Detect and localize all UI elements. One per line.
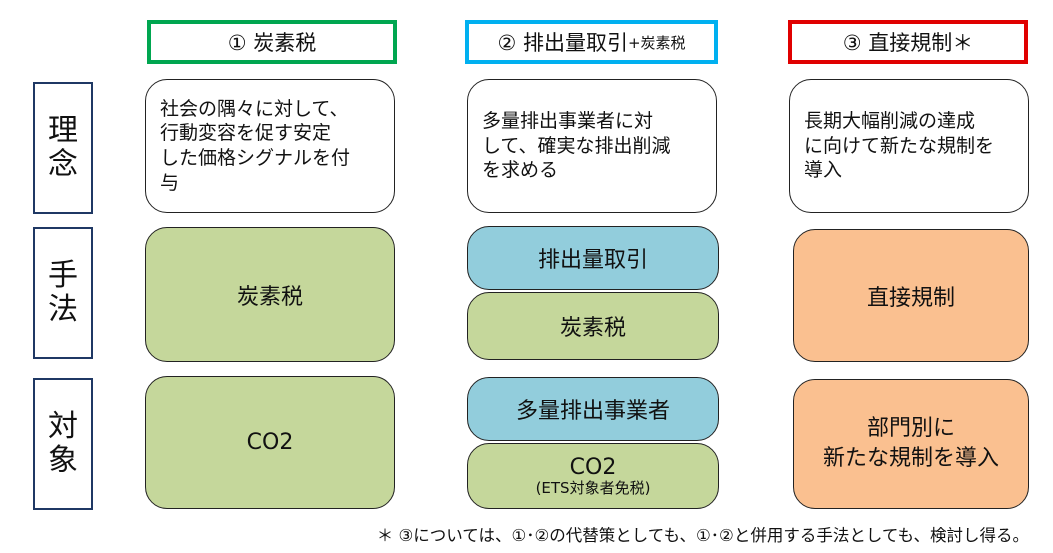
header-carbon-tax-label: ① 炭素税 xyxy=(227,31,317,55)
target-carbon-tax-label: CO2 xyxy=(246,430,294,455)
method-emissions-trading-carbon-tax-box: 炭素税 xyxy=(467,292,719,360)
concept-carbon-tax-line: 与 xyxy=(160,171,180,194)
row-label-concept: 理 念 xyxy=(33,82,93,214)
method-carbon-tax-box: 炭素税 xyxy=(145,227,395,362)
concept-direct-regulation-box: 長期大幅削減の達成 に向けて新たな規制を 導入 xyxy=(789,79,1029,213)
concept-emissions-trading-text: 多量排出事業者に対 して、確実な排出削減 を求める xyxy=(482,109,670,183)
row-label-target-char-2: 象 xyxy=(48,443,78,478)
concept-carbon-tax-text: 社会の隅々に対して、 行動変容を促す安定 した価格シグナルを付 与 xyxy=(160,97,350,196)
header-direct-regulation-label: ③ 直接規制＊ xyxy=(842,31,974,55)
row-label-method-char-2: 法 xyxy=(48,292,78,327)
concept-emissions-trading-line: を求める xyxy=(482,159,559,182)
target-emissions-trading-label: 多量排出事業者 xyxy=(515,399,670,424)
concept-direct-regulation-line: 導入 xyxy=(804,159,843,182)
concept-carbon-tax-box: 社会の隅々に対して、 行動変容を促す安定 した価格シグナルを付 与 xyxy=(145,79,395,213)
target-direct-regulation-line: 部門別に xyxy=(866,416,955,442)
concept-direct-regulation-line: に向けて新たな規制を xyxy=(804,134,995,157)
target-carbon-tax-box: CO2 xyxy=(145,376,395,509)
concept-emissions-trading-box: 多量排出事業者に対 して、確実な排出削減 を求める xyxy=(467,79,717,213)
footnote: ＊ ③については、①･②の代替策としても、①･②と併用する手法としても、検討し得… xyxy=(377,522,1029,546)
header-emissions-trading: ② 排出量取引+炭素税 xyxy=(465,20,718,64)
target-emissions-trading-co2-label: CO2 xyxy=(569,454,617,480)
target-emissions-trading-box: 多量排出事業者 xyxy=(467,377,719,441)
method-emissions-trading-box: 排出量取引 xyxy=(467,226,719,290)
target-direct-regulation-line: 新たな規制を導入 xyxy=(822,446,999,471)
row-label-target: 対 象 xyxy=(33,378,93,510)
header-direct-regulation: ③ 直接規制＊ xyxy=(788,20,1028,64)
header-emissions-trading-suffix: +炭素税 xyxy=(627,33,686,52)
row-label-method: 手 法 xyxy=(33,227,93,359)
target-emissions-trading-co2-box: CO2 (ETS対象者免税) xyxy=(467,443,719,509)
row-label-concept-char-2: 念 xyxy=(48,147,78,182)
concept-carbon-tax-line: 行動変容を促す安定 xyxy=(160,122,332,145)
concept-direct-regulation-text: 長期大幅削減の達成 に向けて新たな規制を 導入 xyxy=(804,109,994,183)
method-carbon-tax-label: 炭素税 xyxy=(236,284,303,310)
method-direct-regulation-label: 直接規制 xyxy=(866,285,955,311)
method-emissions-trading-label: 排出量取引 xyxy=(537,248,648,273)
concept-direct-regulation-line: 長期大幅削減の達成 xyxy=(804,109,976,132)
row-label-concept-char-1: 理 xyxy=(48,112,78,148)
header-carbon-tax: ① 炭素税 xyxy=(147,20,397,64)
row-label-method-char-1: 手 xyxy=(48,257,78,293)
method-direct-regulation-box: 直接規制 xyxy=(793,229,1029,362)
method-emissions-trading-carbon-tax-label: 炭素税 xyxy=(559,316,626,341)
header-emissions-trading-label: ② 排出量取引 xyxy=(497,31,628,55)
concept-emissions-trading-line: 多量排出事業者に対 xyxy=(482,109,654,132)
target-emissions-trading-exemption-note: (ETS対象者免税) xyxy=(535,479,651,498)
concept-carbon-tax-line: 社会の隅々に対して、 xyxy=(160,97,349,120)
row-label-target-char-1: 対 xyxy=(48,408,78,444)
target-direct-regulation-box: 部門別に 新たな規制を導入 xyxy=(793,379,1029,509)
concept-carbon-tax-line: した価格シグナルを付 xyxy=(160,147,351,169)
concept-emissions-trading-line: して、確実な排出削減 xyxy=(482,134,671,157)
footnote-text: ＊ ③については、①･②の代替策としても、①･②と併用する手法としても、検討し得… xyxy=(376,526,1029,545)
